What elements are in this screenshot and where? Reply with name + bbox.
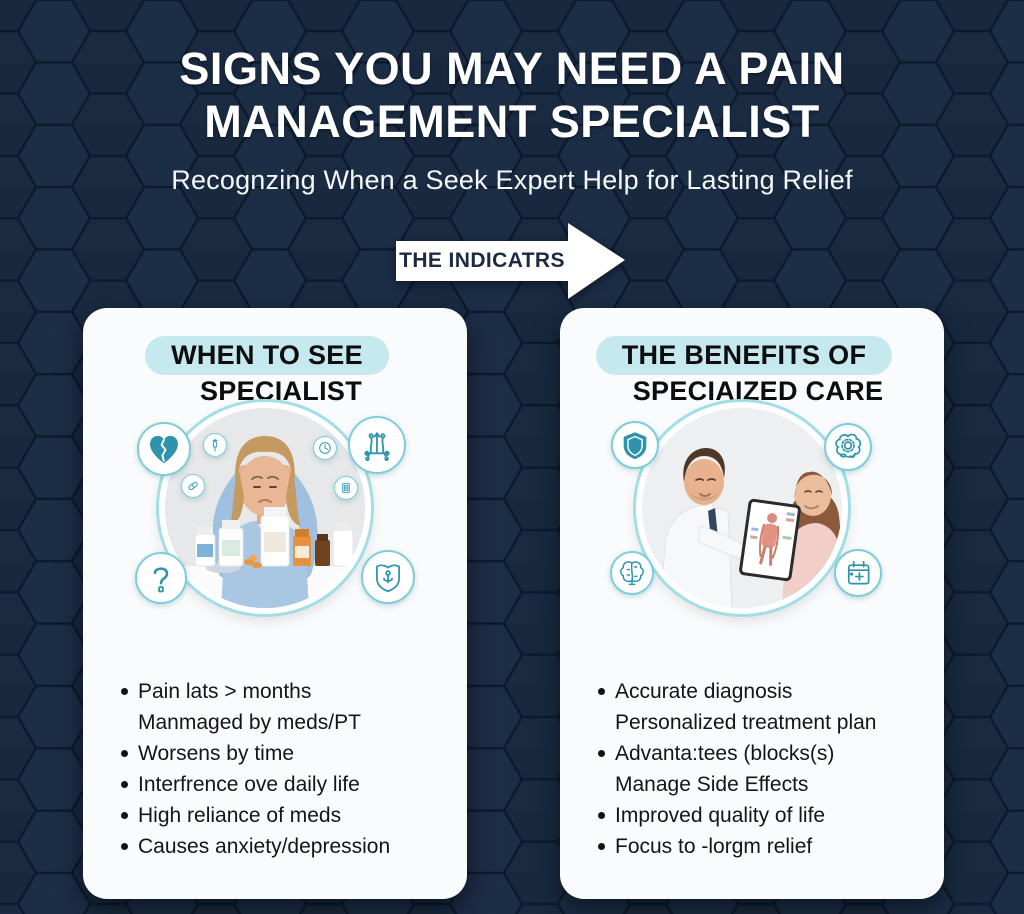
clock-icon <box>313 436 337 460</box>
list-item-line: Improved quality of life <box>615 804 826 827</box>
list-item-line: Worsens by time <box>138 742 294 765</box>
benefits-list: Accurate diagnosis Personalized treatmen… <box>598 676 928 862</box>
list-item: Interfrence ove daily life <box>121 769 451 800</box>
signs-list: Pain lats > months Manmaged by meds/PT W… <box>121 676 451 862</box>
card-benefits-of-specialized-care: THE BENEFITS OF SPECIAIZED CARE <box>560 308 944 899</box>
brain-icon <box>610 551 654 595</box>
list-item-line: Interfrence ove daily life <box>138 773 360 796</box>
pill-icon <box>181 474 205 498</box>
blister-pack-icon <box>334 476 358 500</box>
list-item: Improved quality of life <box>598 800 928 831</box>
list-item-line: Personalized treatment plan <box>615 711 877 734</box>
list-item-line: Manmaged by meds/PT <box>138 711 361 734</box>
list-item: Causes anxiety/depression <box>121 831 451 862</box>
shield-medical-icon <box>361 550 415 604</box>
list-item-line: High reliance of meds <box>138 804 342 827</box>
page-subtitle: Recognzing When a Seek Expert Help for L… <box>171 165 853 195</box>
card-title-highlighted: WHEN TO SEE <box>145 336 389 375</box>
broken-heart-icon <box>137 422 191 476</box>
card-title-rest: SPECIAIZED CARE <box>632 376 884 406</box>
list-item-line: Manage Side Effects <box>615 773 809 796</box>
header: SIGNS YOU MAY NEED A PAIN MANAGEMENT SPE… <box>0 42 1024 196</box>
photo-doctor-patient <box>636 402 848 614</box>
list-item: Worsens by time <box>121 738 451 769</box>
list-item-line: Pain lats > months <box>138 680 312 703</box>
list-item-line: Focus to -lorgm relief <box>615 835 813 858</box>
card-when-to-see-specialist: WHEN TO SEE SPECIALIST <box>83 308 467 899</box>
nerve-icon <box>348 416 406 474</box>
shield-icon <box>611 421 659 469</box>
card-title-highlighted: THE BENEFITS OF <box>595 336 893 375</box>
list-item-line: Advanta:tees (blocks(s) <box>615 742 835 765</box>
list-item: Accurate diagnosis Personalized treatmen… <box>598 676 928 738</box>
list-item-line: Accurate diagnosis <box>615 680 793 703</box>
syringe-icon <box>203 433 227 457</box>
arrow-shape-icon <box>396 223 625 299</box>
card-title-rest: SPECIALIST <box>199 376 363 406</box>
arrow-banner-label: THE INDICATRS <box>399 249 565 272</box>
list-item: Advanta:tees (blocks(s) Manage Side Effe… <box>598 738 928 800</box>
page-title-line1: SIGNS YOU MAY NEED A PAIN <box>179 43 845 94</box>
list-item-line: Causes anxiety/depression <box>138 835 391 858</box>
list-item: Focus to -lorgm relief <box>598 831 928 862</box>
calendar-plus-icon <box>834 549 882 597</box>
list-item: Pain lats > months Manmaged by meds/PT <box>121 676 451 738</box>
page-title-line2: MANAGEMENT SPECIALIST <box>204 96 820 147</box>
page-title: SIGNS YOU MAY NEED A PAIN MANAGEMENT SPE… <box>0 42 1024 148</box>
card-title: THE BENEFITS OF SPECIAIZED CARE <box>552 336 936 407</box>
question-mark-icon <box>135 552 187 604</box>
photo-woman-headache <box>159 402 371 614</box>
card-title: WHEN TO SEE SPECIALIST <box>75 336 459 407</box>
arrow-banner: THE INDICATRS <box>396 222 628 300</box>
brain-gear-icon <box>824 423 872 471</box>
list-item: High reliance of meds <box>121 800 451 831</box>
